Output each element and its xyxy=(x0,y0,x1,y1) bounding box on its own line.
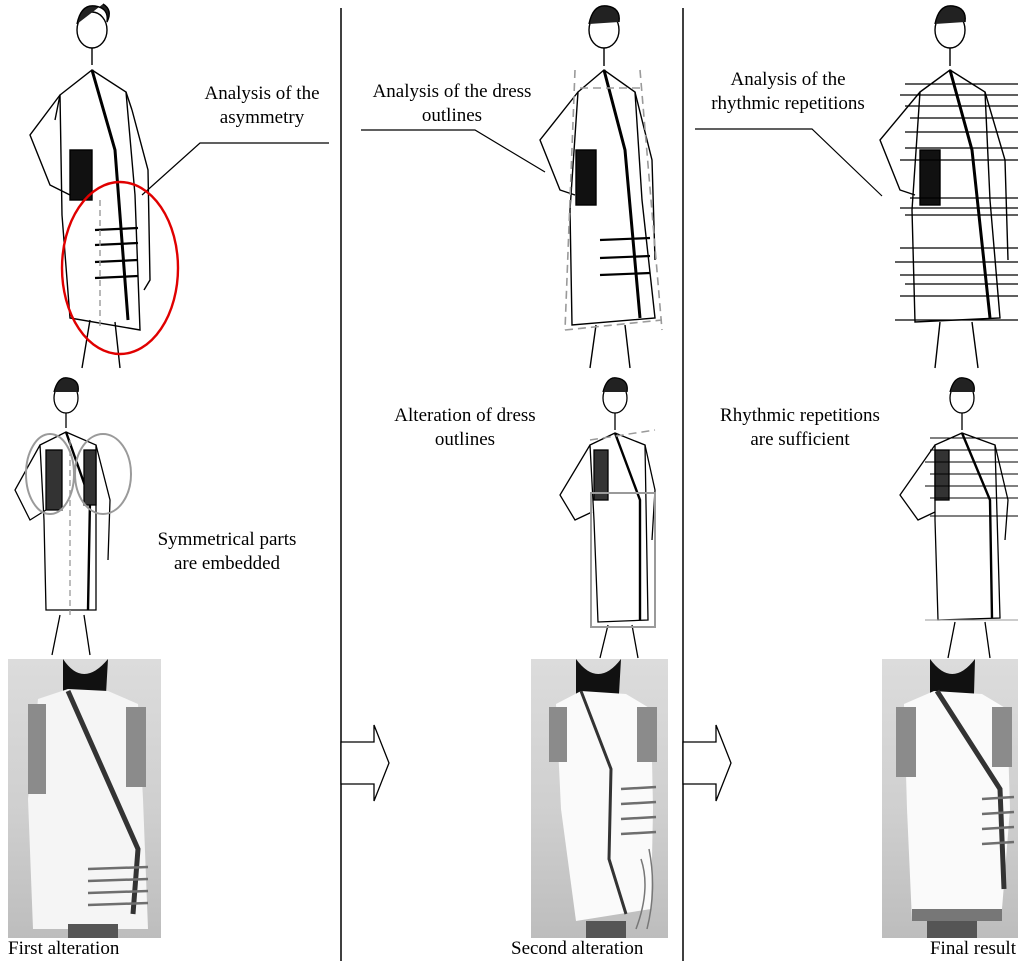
fashion-sketch-rhythmic-final xyxy=(900,378,1008,658)
caption-final-result: Final result xyxy=(930,938,1016,960)
photo-final-result xyxy=(882,659,1018,938)
fashion-sketch-rhythmic xyxy=(880,6,1008,368)
